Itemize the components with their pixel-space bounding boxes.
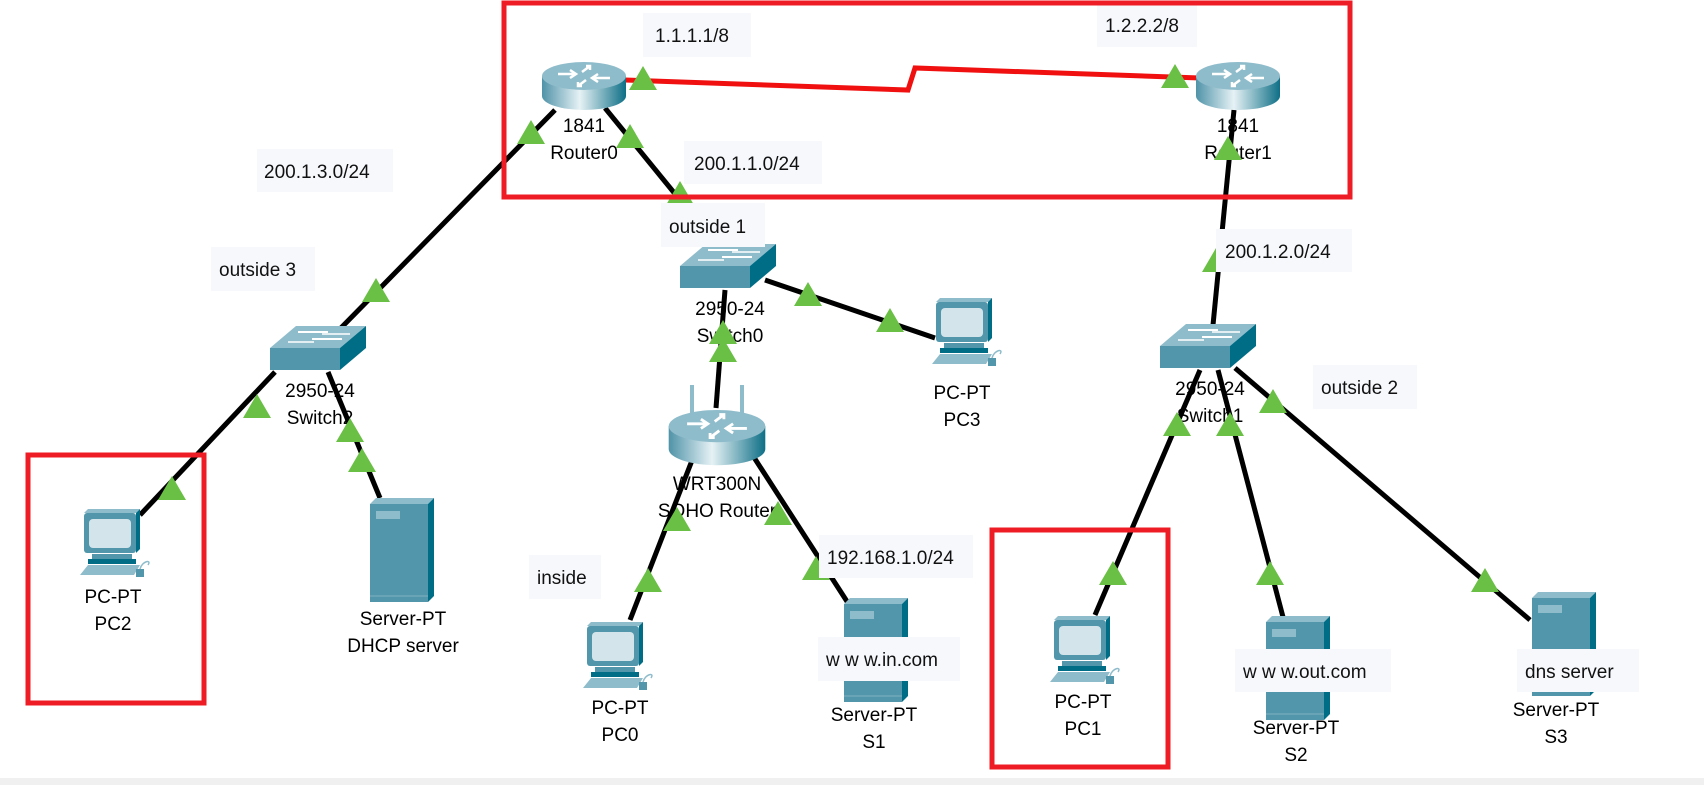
router-icon (540, 60, 628, 112)
svg-text:w w w.out.com: w w w.out.com (1242, 662, 1367, 683)
switch1-model: 2950-24 (1175, 379, 1245, 400)
highlight-routers-box (501, 0, 1353, 200)
svg-text:outside 2: outside 2 (1321, 378, 1398, 399)
router1-model: 1841 (1217, 116, 1259, 137)
svg-text:1.2.2.2/8: 1.2.2.2/8 (1105, 16, 1179, 37)
pc3[interactable]: PC-PT PC3 (931, 297, 1002, 431)
soho-model: WRT300N (673, 474, 761, 495)
serial-link-router0-router1[interactable] (624, 65, 1201, 93)
switch2[interactable]: 2950-24 Switch2 (269, 325, 367, 429)
svg-text:192.168.1.0/24: 192.168.1.0/24 (827, 548, 954, 569)
pc-icon (582, 621, 653, 691)
s2-model: Server-PT (1253, 718, 1340, 739)
note-outside1[interactable]: outside 1 (661, 203, 765, 247)
note-inside[interactable]: inside (529, 555, 601, 599)
note-200-1-2[interactable]: 200.1.2.0/24 (1216, 229, 1352, 272)
bottom-strip (0, 778, 1704, 785)
note-r1-serial-ip[interactable]: 1.2.2.2/8 (1097, 5, 1197, 47)
port-up-icon (348, 448, 376, 472)
svg-text:200.1.1.0/24: 200.1.1.0/24 (694, 154, 800, 175)
svg-text:w w w.in.com: w w w.in.com (825, 650, 938, 671)
switch-icon (269, 325, 367, 371)
link-router0-switch0[interactable] (603, 106, 682, 202)
server-s1[interactable]: Server-PT S1 (831, 597, 918, 753)
svg-text:outside 1: outside 1 (669, 217, 746, 238)
router0-name: Router0 (550, 143, 618, 164)
link-switch2-pc2[interactable] (138, 370, 277, 517)
pc3-model: PC-PT (934, 383, 991, 404)
svg-text:1.1.1.1/8: 1.1.1.1/8 (655, 26, 729, 47)
dhcp-name: DHCP server (347, 636, 459, 657)
note-www-out[interactable]: w w w.out.com (1235, 649, 1391, 692)
highlight-boxes (25, 0, 1353, 770)
router0-model: 1841 (563, 116, 605, 137)
port-up-icon (794, 282, 822, 306)
svg-text:dns server: dns server (1525, 662, 1614, 683)
note-outside3[interactable]: outside 3 (211, 247, 315, 291)
pc0-name: PC0 (602, 725, 639, 746)
link-soho-pc0[interactable] (627, 444, 701, 621)
note-outside2[interactable]: outside 2 (1313, 365, 1417, 409)
note-r0-serial-ip[interactable]: 1.1.1.1/8 (643, 13, 751, 57)
port-up-icon (243, 394, 271, 418)
highlight-pc1-box (989, 527, 1171, 770)
pc1-model: PC-PT (1055, 692, 1112, 713)
svg-text:outside 3: outside 3 (219, 260, 296, 281)
dhcp-model: Server-PT (360, 609, 447, 630)
port-up-icon (634, 568, 662, 592)
pc1-name: PC1 (1065, 719, 1102, 740)
switch2-name: Switch2 (287, 408, 354, 429)
server-s3[interactable]: Server-PT S3 (1513, 591, 1600, 748)
pc0-model: PC-PT (592, 698, 649, 719)
pc2-model: PC-PT (85, 587, 142, 608)
router-icon (1194, 60, 1282, 112)
note-200-1-3[interactable]: 200.1.3.0/24 (257, 149, 393, 192)
port-up-icon (1099, 561, 1127, 585)
highlight-pc2-box (25, 452, 207, 706)
router1[interactable]: 1841 Router1 (1194, 60, 1282, 164)
s2-name: S2 (1284, 745, 1307, 766)
svg-text:inside: inside (537, 568, 587, 589)
router0[interactable]: 1841 Router0 (540, 60, 628, 164)
link-soho-s1[interactable] (743, 443, 851, 605)
soho-name: SOHO Router (658, 501, 777, 522)
dhcp-server[interactable]: Server-PT DHCP server (347, 497, 459, 657)
pc-icon (1049, 615, 1120, 685)
note-192-168-1[interactable]: 192.168.1.0/24 (819, 535, 973, 578)
s3-model: Server-PT (1513, 700, 1600, 721)
server-icon (369, 497, 435, 603)
soho-router[interactable]: WRT300N SOHO Router (658, 385, 777, 522)
switch0-model: 2950-24 (695, 299, 765, 320)
switch2-model: 2950-24 (285, 381, 355, 402)
pc2-name: PC2 (95, 614, 132, 635)
pc2[interactable]: PC-PT PC2 (79, 508, 150, 635)
link-switch0-pc3[interactable] (764, 277, 936, 341)
port-up-icon (1256, 561, 1284, 585)
s1-name: S1 (862, 732, 885, 753)
s1-model: Server-PT (831, 705, 918, 726)
pc-icon (931, 297, 1002, 367)
wireless-router-icon (667, 408, 767, 467)
s3-name: S3 (1544, 727, 1567, 748)
pc0[interactable]: PC-PT PC0 (582, 621, 653, 746)
pc1[interactable]: PC-PT PC1 (1049, 615, 1120, 740)
switch-icon (1159, 323, 1257, 369)
note-www-in[interactable]: w w w.in.com (818, 637, 960, 681)
switch-icon (679, 243, 777, 289)
server-s2[interactable]: Server-PT S2 (1253, 615, 1340, 766)
svg-text:200.1.2.0/24: 200.1.2.0/24 (1225, 242, 1331, 263)
pc-icon (79, 508, 150, 578)
note-200-1-1[interactable]: 200.1.1.0/24 (684, 141, 822, 184)
note-dns[interactable]: dns server (1517, 649, 1639, 692)
svg-text:200.1.3.0/24: 200.1.3.0/24 (264, 162, 370, 183)
pc3-name: PC3 (944, 410, 981, 431)
